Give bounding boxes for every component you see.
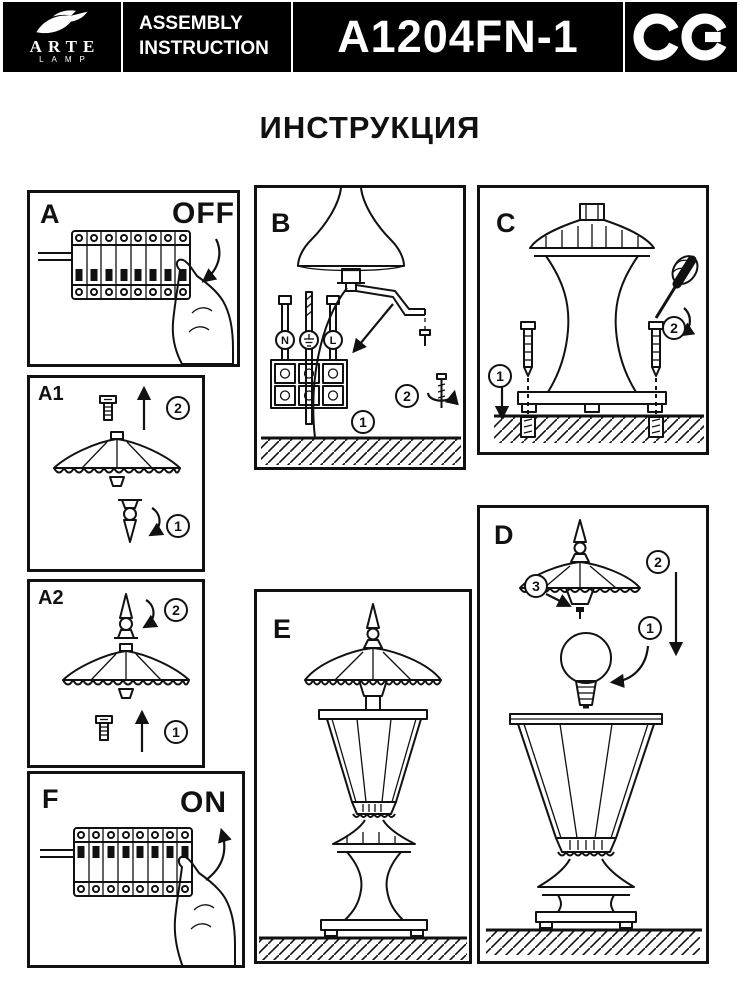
panel-d: D 3 2 1	[477, 505, 709, 964]
pedestal	[517, 203, 667, 413]
panel-f-label: F	[42, 784, 59, 814]
breaker-off-illustration	[38, 230, 234, 364]
lamp-shade	[297, 188, 405, 292]
panel-b: B 1 2	[254, 185, 466, 470]
step-1-badge: 1	[164, 720, 188, 744]
switch-on-text: ON	[180, 786, 227, 819]
breaker-on-illustration	[40, 827, 236, 965]
insert-arrow	[352, 303, 394, 354]
din-rail	[38, 252, 72, 261]
off-direction-arrow	[201, 238, 221, 283]
breaker-screws	[77, 831, 189, 893]
panel-e: E	[254, 589, 472, 964]
pedestal-foot	[535, 858, 637, 929]
panel-c: C 1 2	[477, 185, 709, 455]
panel-a-label: A	[40, 199, 60, 229]
finial-icon	[114, 593, 138, 639]
mounting-bracket	[355, 284, 431, 346]
panel-b-label: B	[271, 208, 291, 238]
header-bar: ARTE LAMP ASSEMBLY INSTRUCTION A1204FN-1	[3, 2, 737, 72]
screw-icon	[99, 395, 117, 421]
circuit-breaker	[71, 230, 191, 300]
panel-a2: A2 2 1	[27, 579, 205, 768]
step-2-badge: 2	[395, 384, 419, 408]
brand-logo: ARTE LAMP	[3, 9, 121, 65]
step-1-badge: 1	[166, 514, 190, 538]
terminal-l-label: L	[330, 335, 337, 347]
panel-e-label: E	[273, 614, 292, 644]
screw-icon	[95, 715, 113, 741]
panel-c-label: C	[496, 208, 516, 238]
ground-hatch	[486, 928, 702, 955]
complete-lamp-illustration	[259, 603, 467, 960]
breaker-toggles-down	[75, 269, 187, 281]
ground-hatch	[259, 936, 467, 960]
on-direction-arrow	[205, 827, 232, 881]
ce-mark	[625, 13, 737, 61]
panel-a2-label: A2	[38, 587, 64, 609]
doc-type: ASSEMBLY INSTRUCTION	[123, 12, 291, 61]
panel-a1: A1 2 1	[27, 375, 205, 572]
rotate-screw-icon	[426, 373, 459, 408]
step-1-badge: 1	[351, 410, 375, 434]
terminal-block	[270, 359, 348, 409]
step-2-badge: 2	[662, 316, 686, 340]
page-title: ИНСТРУКЦИЯ	[259, 110, 481, 145]
finial-icon	[118, 499, 142, 543]
doc-line1: ASSEMBLY	[139, 13, 243, 35]
doc-line2: INSTRUCTION	[139, 38, 269, 59]
header-divider	[291, 2, 293, 72]
anchor-screw-left	[520, 321, 536, 434]
ground-hatch	[261, 436, 461, 465]
rotate-arrow	[142, 599, 159, 629]
brand-name: ARTE	[29, 36, 101, 56]
light-bulb-icon	[560, 632, 612, 709]
earth-symbol-icon	[304, 334, 314, 347]
dome-screw-illustration	[53, 385, 181, 543]
step-1-badge: 1	[488, 364, 512, 388]
switch-off-text: OFF	[172, 197, 235, 230]
header-divider	[623, 2, 625, 72]
step-2-badge: 2	[166, 396, 190, 420]
dome-illustration	[62, 643, 190, 699]
screw-pointer-arrow	[545, 593, 572, 607]
step-3-badge: 3	[524, 574, 548, 598]
hand-screwdriver-icon	[654, 255, 699, 319]
roof-assembly	[519, 519, 641, 619]
panel-a1-label: A1	[38, 383, 64, 405]
ground-hatch	[494, 414, 704, 443]
brand-sub: LAMP	[39, 55, 93, 65]
terminal-n-label: N	[281, 335, 289, 347]
ce-mark-icon	[633, 13, 729, 61]
finial-dome-illustration	[62, 593, 190, 752]
step-2-badge: 2	[164, 598, 188, 622]
pedestal-anchor-illustration	[494, 203, 704, 443]
bulb-roof-illustration	[486, 519, 702, 955]
panel-f: F ON	[27, 771, 245, 968]
circuit-breaker	[40, 827, 236, 965]
dome-illustration	[53, 431, 181, 487]
panel-d-label: D	[494, 520, 514, 550]
header-divider	[121, 2, 123, 72]
step-2-badge: 2	[646, 550, 670, 574]
breaker-toggles-up	[77, 846, 189, 858]
brand-bird-icon	[36, 9, 88, 33]
wiring-illustration: N L	[261, 188, 461, 465]
hand-icon	[173, 855, 236, 965]
hand-icon	[171, 258, 234, 364]
screw-in-arrow	[609, 645, 650, 688]
panel-a: A OFF	[27, 190, 240, 367]
rotate-arrow	[148, 507, 165, 537]
anchor-screw-right	[648, 321, 664, 434]
breaker-screws	[75, 234, 187, 296]
complete-lamp	[304, 603, 442, 937]
terminal-labels: N L	[275, 330, 343, 350]
model-number: A1204FN-1	[337, 11, 579, 62]
lantern-body	[509, 713, 663, 857]
step-1-badge: 1	[638, 616, 662, 640]
